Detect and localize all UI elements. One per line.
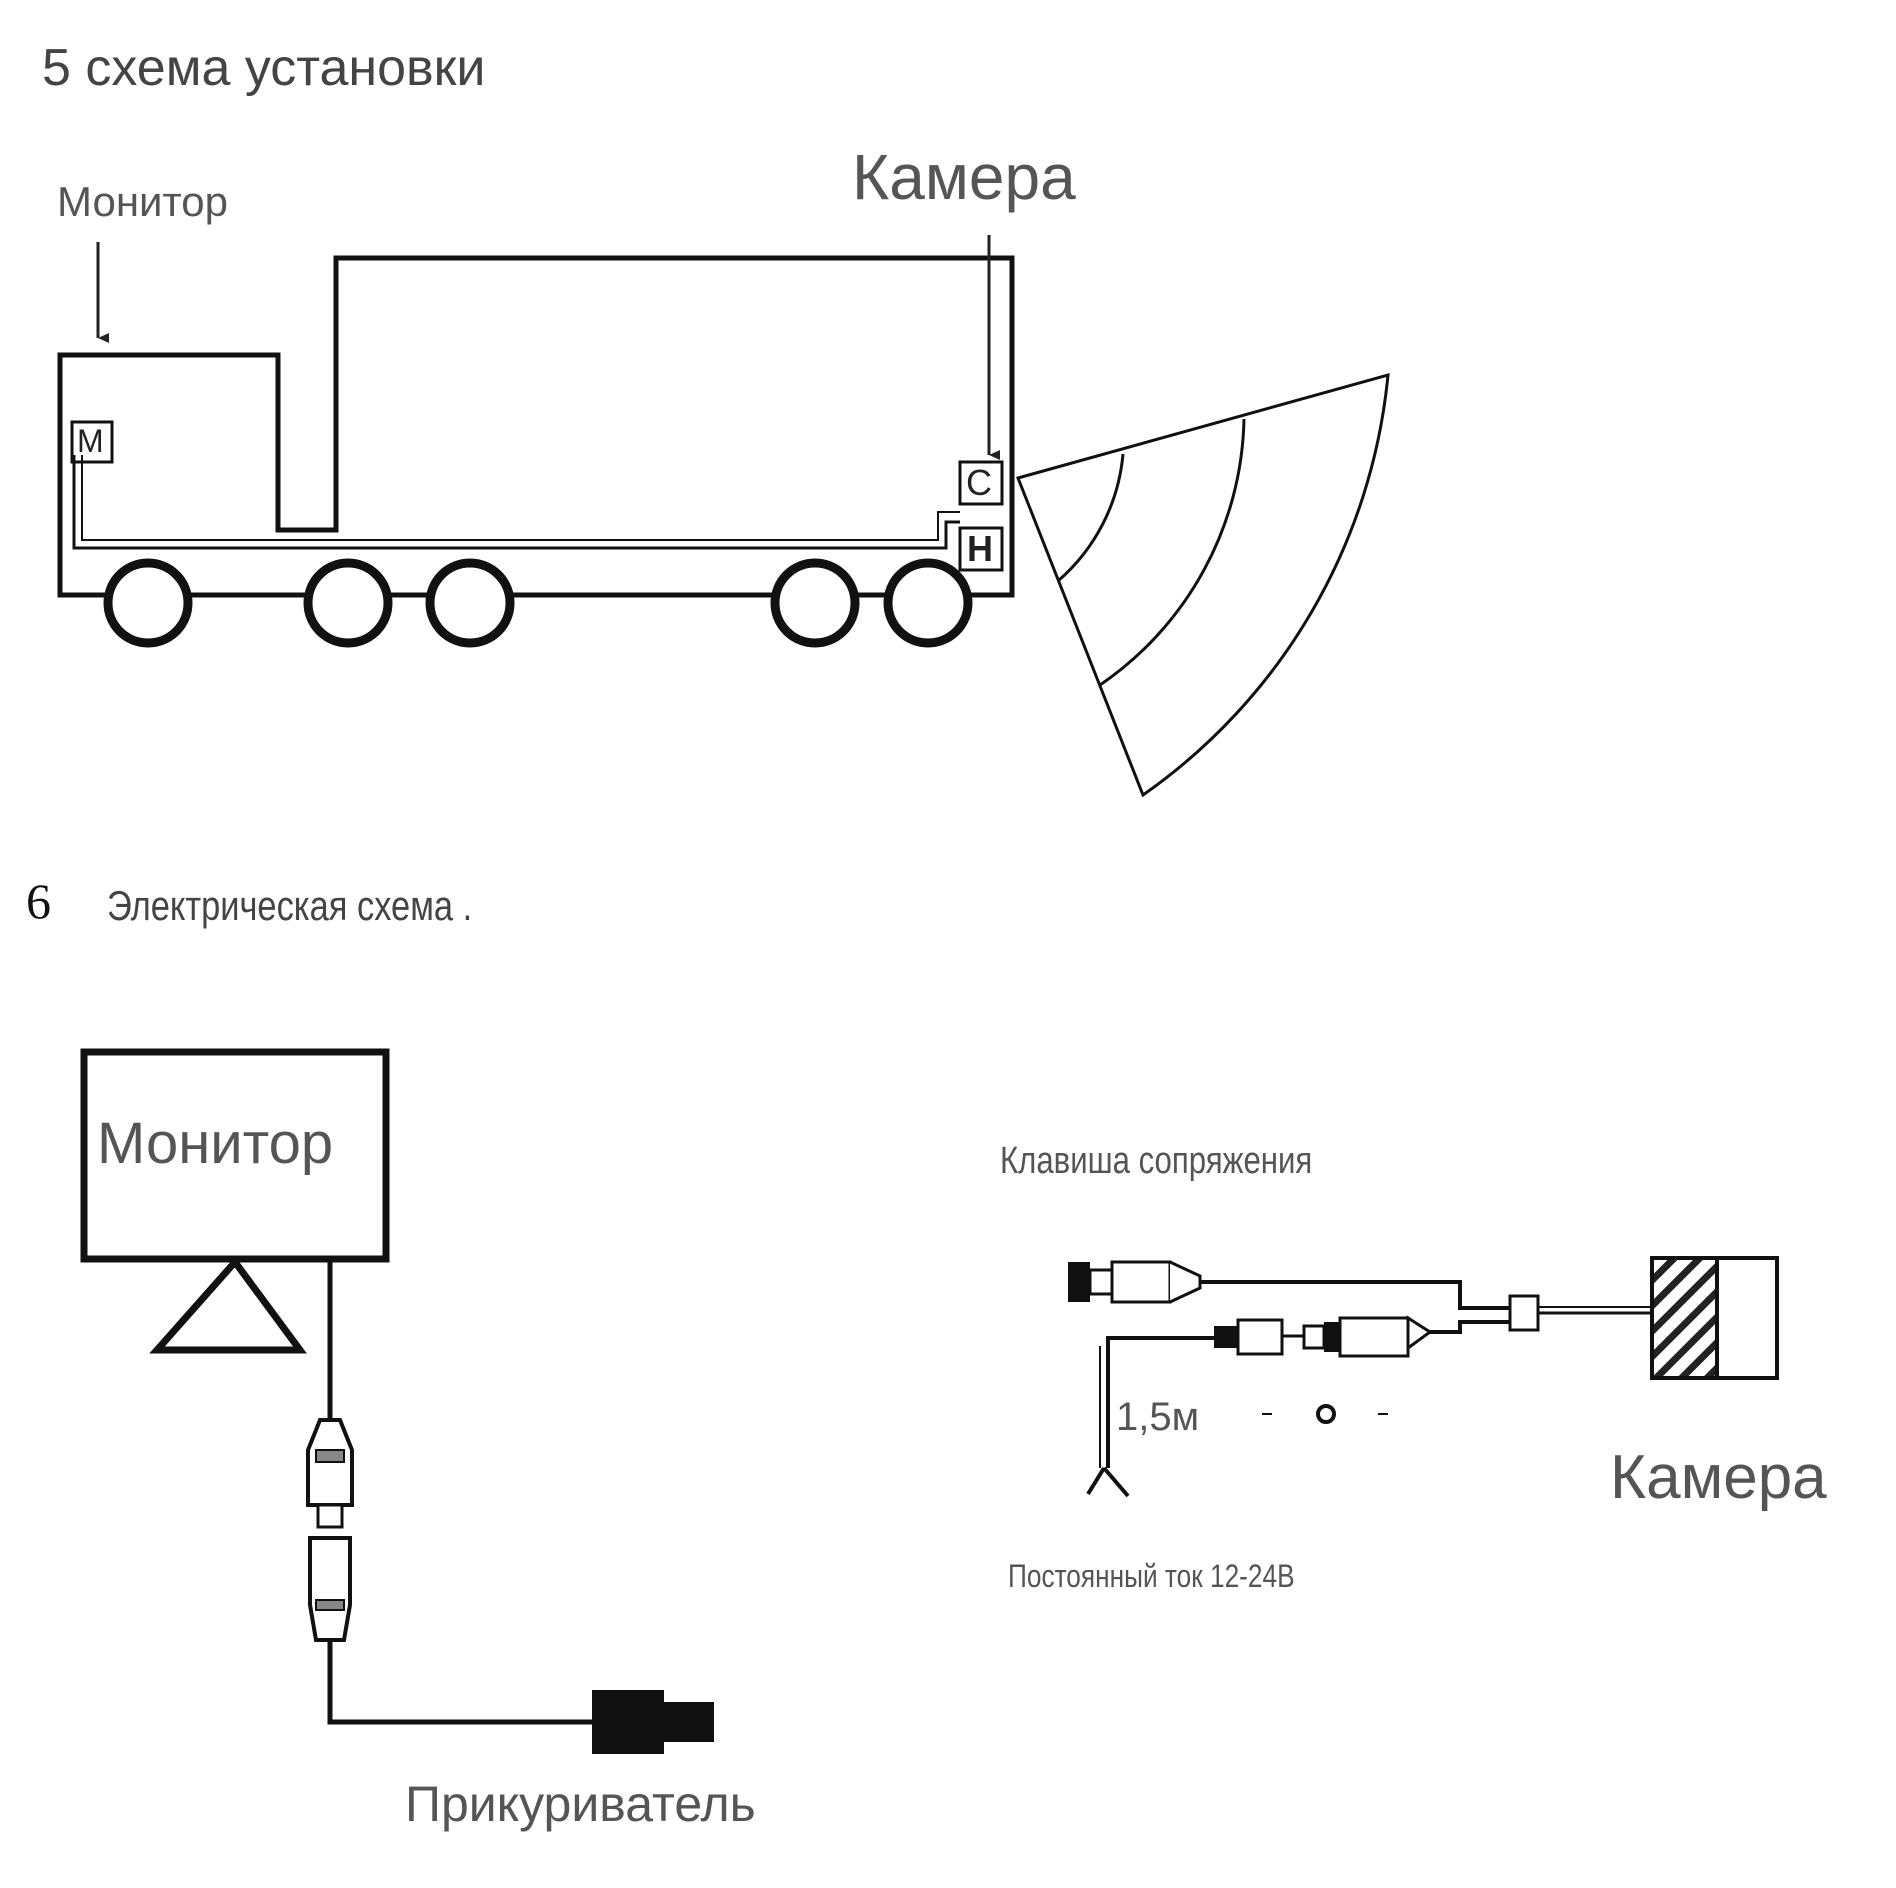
wheel-1: [103, 558, 193, 648]
camera-view-cone: [1015, 372, 1390, 798]
truck-camera-label: Камера: [852, 141, 1076, 213]
wiring-monitor-label: Монитор: [97, 1111, 334, 1176]
truck-body-outline: [57, 255, 1015, 598]
marker-m-box: [70, 420, 114, 464]
wiring-camera-label: Камера: [1610, 1443, 1827, 1512]
monitor-stand: [149, 1256, 307, 1354]
internal-cable-2: [81, 455, 960, 541]
truck-diagram: [57, 255, 1015, 648]
monitor-assembly: [80, 1048, 390, 1354]
lighter-plug-body: [592, 1690, 664, 1754]
marker-h-box: [958, 526, 1004, 572]
section6-title: Электрическая схема .: [107, 882, 473, 929]
section5-title: 5 схема установки: [42, 39, 486, 97]
internal-cable: [72, 455, 960, 550]
camera-wiring: [1068, 1256, 1779, 1498]
cable-length-label: 1,5м: [1110, 1395, 1206, 1440]
wheel-2: [303, 558, 393, 648]
wheel-5: [883, 558, 973, 648]
power-label: Постоянный ток 12-24В: [1008, 1558, 1295, 1594]
lighter-plug-tip: [664, 1702, 714, 1742]
wheel-3: [425, 558, 515, 648]
wheel-4: [770, 558, 860, 648]
section6-number: 6: [26, 873, 51, 929]
camera-lens-hatched: [1650, 1256, 1719, 1380]
pairing-key-label: Клавиша сопряжения: [1000, 1140, 1313, 1182]
marker-h: H: [967, 528, 993, 569]
monitor-power-cable: [306, 1259, 714, 1754]
marker-c-box: [958, 460, 1004, 506]
marker-m: M: [77, 423, 104, 459]
truck-monitor-label: Монитор: [57, 178, 228, 225]
lighter-label: Прикуриватель: [405, 1776, 756, 1832]
marker-c: C: [966, 462, 992, 503]
